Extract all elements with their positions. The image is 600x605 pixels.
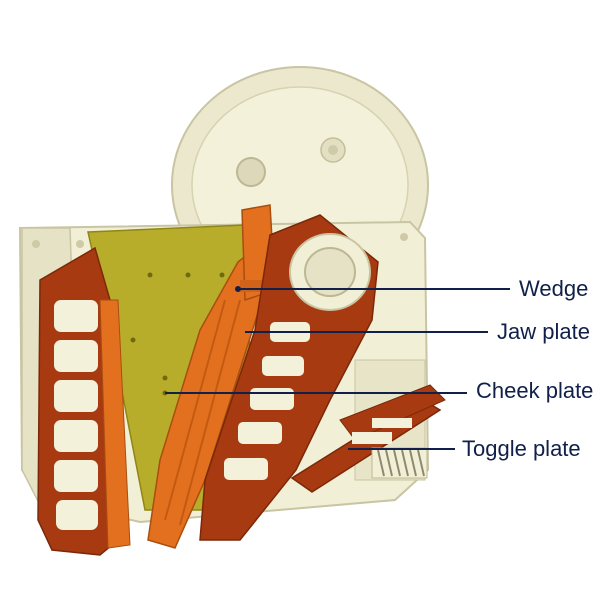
wedge-leader-dot [235, 286, 241, 292]
toggle-plate [290, 384, 446, 493]
tension-spring [371, 447, 428, 479]
leader-lines [165, 286, 510, 450]
jaw-plate-label: Jaw plate [497, 319, 590, 344]
wedge-label: Wedge [519, 276, 589, 301]
fixed-jaw-frame [37, 246, 131, 556]
toggle-plate-label: Toggle plate [462, 436, 581, 461]
cheek-plate-label: Cheek plate [476, 378, 594, 403]
pitman [199, 214, 379, 541]
